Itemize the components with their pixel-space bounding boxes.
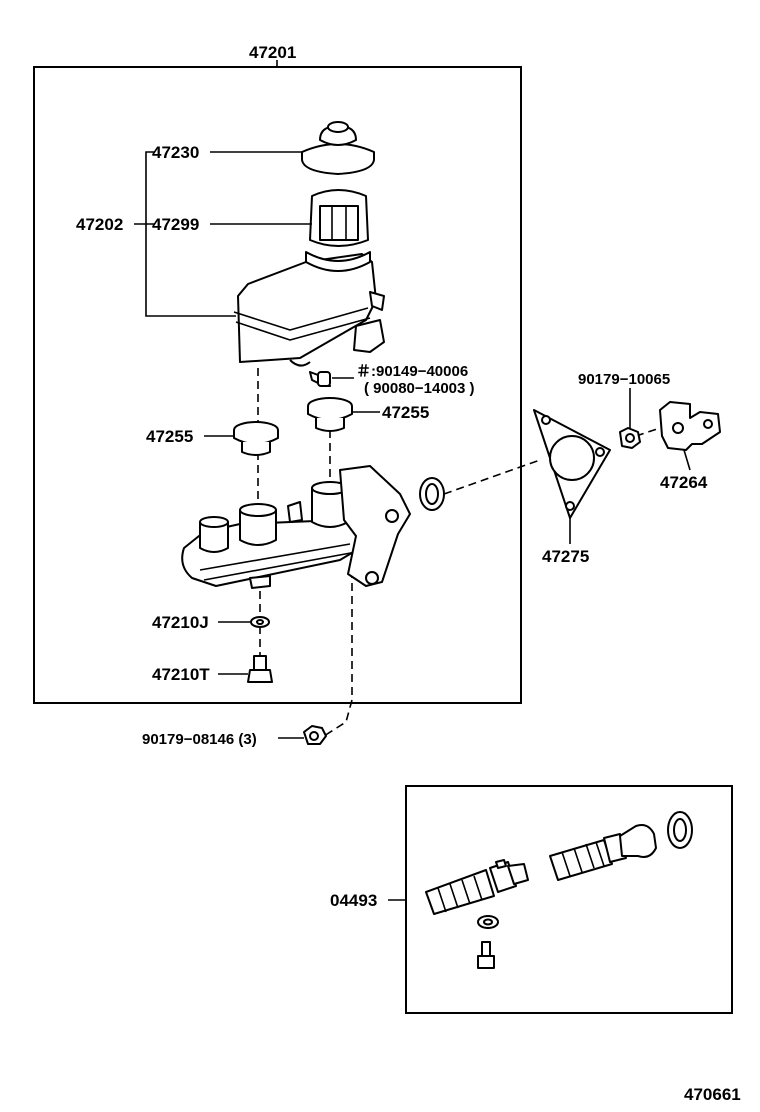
kit-bolt — [477, 941, 495, 969]
bracket-47264 — [659, 401, 721, 451]
nut-90179-10065 — [619, 427, 641, 449]
grommet-right — [307, 397, 353, 432]
kit-washer — [477, 915, 499, 929]
label-47210T: 47210T — [152, 665, 210, 684]
kit-piston-primary — [549, 824, 657, 881]
reservoir-tank — [233, 189, 385, 367]
label-47264: 47264 — [660, 473, 708, 492]
label-screw-line2: ( 90080−14003 ) — [364, 380, 475, 397]
nut-90179-08146 — [303, 725, 327, 745]
snap-ring — [419, 477, 445, 511]
union-bolt-47210T — [247, 655, 273, 683]
figure-number: 470661 — [684, 1085, 741, 1104]
align-nut-bottom — [323, 570, 353, 737]
label-47255-right: 47255 — [382, 403, 429, 422]
master-cylinder-body — [181, 465, 411, 589]
label-47230: 47230 — [152, 143, 199, 162]
label-47210J: 47210J — [152, 613, 209, 632]
label-47299: 47299 — [152, 215, 199, 234]
washer-47210J — [250, 616, 270, 628]
label-04493: 04493 — [330, 891, 377, 910]
label-47202: 47202 — [76, 215, 123, 234]
reservoir-screw — [309, 371, 331, 387]
label-47201: 47201 — [249, 43, 296, 62]
label-screw-line1: ＃:90149−40006 — [356, 363, 468, 380]
kit-snap-ring — [667, 811, 693, 849]
label-47255-left: 47255 — [146, 427, 193, 446]
label-47275: 47275 — [542, 547, 589, 566]
reservoir-cap — [301, 121, 375, 175]
reservoir-set-bracket — [134, 151, 236, 317]
bracket-leader — [683, 449, 691, 471]
align-bracket — [635, 427, 661, 437]
label-90179-08146: 90179−08146 (3) — [142, 731, 257, 748]
align-gasket — [443, 459, 541, 495]
grommet-left — [233, 421, 279, 456]
gasket-47275 — [533, 409, 611, 519]
label-90179-10065: 90179−10065 — [578, 371, 670, 388]
kit-piston-secondary — [425, 859, 529, 915]
